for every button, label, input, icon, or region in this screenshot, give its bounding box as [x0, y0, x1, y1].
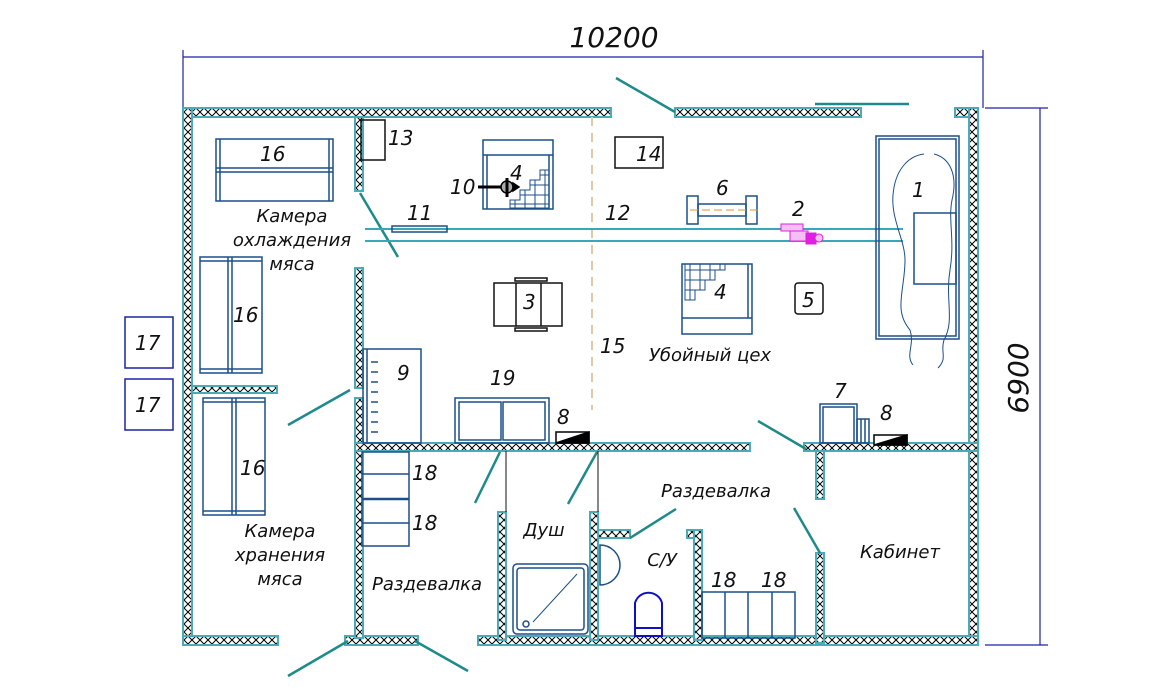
item-2 — [780, 223, 824, 245]
room-storage-line1: Камера — [245, 521, 316, 542]
item-5 — [794, 282, 824, 315]
room-cooling-line2: охлаждения — [233, 230, 351, 251]
room-labels: Камера охлаждения мяса Камера хранения м… — [233, 206, 941, 595]
label-17-top: 17 — [135, 331, 161, 355]
lockers-18-left — [361, 451, 410, 547]
dimension-width — [182, 50, 984, 108]
label-14: 14 — [636, 142, 661, 166]
box-14 — [614, 136, 664, 169]
toilet — [634, 591, 663, 637]
label-19: 19 — [490, 366, 515, 390]
label-3: 3 — [523, 290, 536, 314]
label-5: 5 — [802, 288, 815, 312]
equipment — [124, 119, 960, 639]
room-storage-line3: мяса — [257, 569, 302, 590]
label-2: 2 — [792, 197, 805, 221]
room-cooling-line1: Камера — [257, 206, 328, 227]
label-16-middle: 16 — [233, 303, 258, 327]
dimension-height-label: 6900 — [1002, 342, 1035, 413]
label-15: 15 — [600, 334, 625, 358]
room-changing-left: Раздевалка — [372, 574, 482, 595]
rack-16-bottom — [202, 397, 266, 516]
label-4-bottom: 4 — [714, 280, 727, 304]
label-7: 7 — [834, 379, 847, 403]
label-10: 10 — [450, 175, 475, 199]
box-17-bottom — [124, 378, 174, 431]
rack-16-top — [215, 138, 334, 202]
label-1: 1 — [912, 178, 925, 202]
dimension-height — [985, 107, 1048, 646]
item-7 — [819, 403, 870, 444]
box-17-top — [124, 316, 174, 369]
label-17-bottom: 17 — [135, 393, 161, 417]
label-13: 13 — [388, 126, 413, 150]
label-6: 6 — [716, 176, 729, 200]
label-18-a: 18 — [412, 461, 437, 485]
rack-16-middle — [199, 256, 263, 374]
box-13 — [360, 119, 386, 161]
room-storage-line2: хранения — [234, 545, 325, 566]
label-8-left: 8 — [557, 405, 570, 429]
item-9 — [362, 348, 422, 444]
label-4-top: 4 — [510, 161, 523, 185]
room-changing-right: Раздевалка — [661, 481, 771, 502]
room-office: Кабинет — [860, 542, 940, 563]
shower-tray — [512, 563, 589, 635]
room-shower: Душ — [522, 520, 564, 541]
label-11: 11 — [407, 201, 432, 225]
item-3 — [493, 277, 563, 332]
room-slaughter-shop: Убойный цех — [649, 345, 772, 366]
label-12: 12 — [605, 201, 630, 225]
item-8-right — [873, 433, 908, 446]
walls — [182, 107, 979, 646]
tank-4-top — [482, 139, 554, 210]
doors — [287, 76, 909, 678]
pump-10 — [478, 178, 521, 197]
room-cooling-line3: мяса — [269, 254, 314, 275]
item-11 — [391, 225, 448, 233]
table-1 — [875, 135, 960, 369]
label-18-d: 18 — [761, 568, 786, 592]
label-18-c: 18 — [711, 568, 736, 592]
label-16-top: 16 — [260, 142, 285, 166]
item-8-left — [555, 430, 590, 444]
label-8-right: 8 — [880, 401, 893, 425]
dimension-width-label: 10200 — [569, 21, 658, 54]
room-toilet: С/У — [647, 550, 678, 571]
label-16-bottom: 16 — [240, 456, 265, 480]
label-18-b: 18 — [412, 511, 437, 535]
lockers-18-right — [701, 591, 796, 639]
item-6 — [686, 195, 760, 225]
tank-4-bottom — [681, 263, 753, 335]
equipment-labels: 1 2 3 4 4 5 6 7 8 8 9 10 11 12 13 14 15 … — [135, 126, 925, 592]
item-19 — [454, 397, 550, 444]
sink — [599, 544, 621, 586]
label-9: 9 — [397, 361, 410, 385]
